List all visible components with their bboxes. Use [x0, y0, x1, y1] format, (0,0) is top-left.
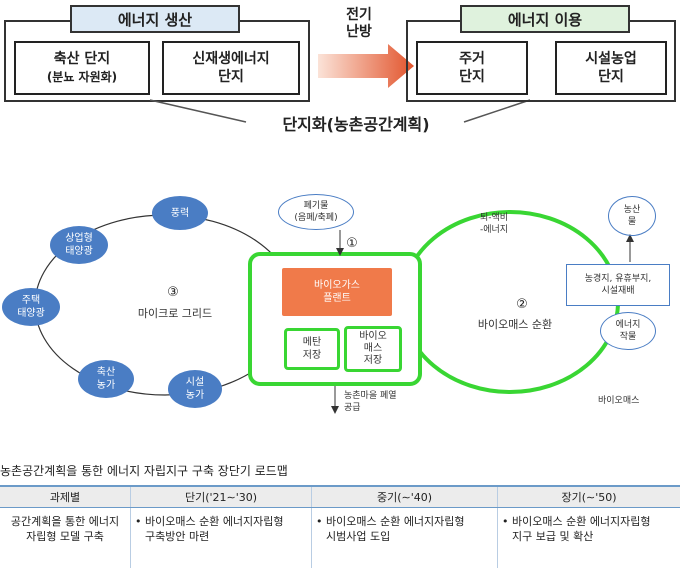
node-line: 풍력 — [171, 207, 189, 220]
roadmap-table: 과제별 단기('21∼'30) 중기(∼'40) 장기(∼'50) 공간계획을 … — [0, 485, 680, 568]
node-line: 농가 — [186, 389, 204, 402]
header-long: 장기(∼'50) — [498, 486, 680, 508]
node-line: 주택 — [22, 294, 40, 307]
compost-label: 퇴-액비 -에너지 — [480, 212, 550, 240]
biomass-storage: 바이오 매스 저장 — [344, 326, 402, 372]
node-wind: 풍력 — [152, 196, 208, 230]
header-task: 과제별 — [0, 486, 131, 508]
table-row: 공간계획을 통한 에너지 자립형 모델 구축 • 바이오매스 순환 에너지자립형… — [0, 508, 680, 568]
cell-line: 공간계획을 통한 에너지 — [4, 514, 126, 529]
biomass-storage-line3: 저장 — [364, 355, 382, 367]
cell-line: • 바이오매스 순환 에너지자립형 — [502, 514, 676, 529]
step1-number: ① — [344, 235, 360, 251]
grid-label: 마이크로 그리드 — [120, 306, 230, 320]
roadmap-title: 농촌공간계획을 통한 에너지 자립지구 구축 장단기 로드맵 — [0, 462, 680, 480]
methane-storage: 메탄 저장 — [284, 328, 340, 370]
biomass-label: 바이오매스 — [598, 395, 668, 409]
grid-number: ③ — [165, 284, 181, 300]
table-header-row: 과제별 단기('21∼'30) 중기(∼'40) 장기(∼'50) — [0, 486, 680, 508]
biomass-cycle-label: 바이오매스 순환 — [460, 317, 570, 331]
cell-long: • 바이오매스 순환 에너지자립형 지구 보급 및 확산 — [498, 508, 680, 568]
node-facility-farm: 시설 농가 — [168, 370, 222, 408]
node-house-solar: 주택 태양광 — [2, 288, 60, 326]
header-mid: 중기(∼'40) — [312, 486, 498, 508]
compost-line1: 퇴-액비 — [480, 212, 550, 224]
biogas-plant: 바이오가스 플랜트 — [282, 268, 392, 316]
methane-line2: 저장 — [303, 349, 321, 362]
supply-line1: 농촌마을 폐열 — [344, 390, 434, 402]
node-livestock-farm: 축산 농가 — [78, 360, 134, 398]
cell-mid: • 바이오매스 순환 에너지자립형 시범사업 도입 — [312, 508, 498, 568]
energy-crop-line2: 작물 — [620, 331, 637, 343]
cell-line: 시범사업 도입 — [316, 529, 493, 544]
farmland-line2: 시설재배 — [601, 285, 634, 297]
node-line: 시설 — [186, 376, 204, 389]
cell-line: 자립형 모델 구축 — [4, 529, 126, 544]
byproduct-line1: 농산 — [624, 204, 641, 216]
node-line: 상업형 — [65, 232, 93, 245]
waste-bubble: 폐기물 (음폐/축폐) — [278, 194, 354, 230]
farmland-line1: 농경지, 유휴부지, — [585, 273, 652, 285]
byproduct-line2: 물 — [628, 216, 636, 228]
plant-line1: 바이오가스 — [314, 279, 360, 292]
farmland-box: 농경지, 유휴부지, 시설재배 — [566, 264, 670, 306]
header-short: 단기('21∼'30) — [131, 486, 312, 508]
biomass-storage-line1: 바이오 — [359, 331, 387, 343]
cell-line: • 바이오매스 순환 에너지자립형 — [316, 514, 493, 529]
plant-line2: 플랜트 — [323, 292, 351, 305]
waste-line1: 폐기물 — [304, 200, 329, 212]
supply-label: 농촌마을 폐열 공급 — [344, 390, 434, 418]
energy-crop-line1: 에너지 — [616, 319, 641, 331]
supply-line2: 공급 — [344, 402, 434, 414]
node-line: 태양광 — [65, 245, 93, 258]
biomass-storage-line2: 매스 — [364, 343, 382, 355]
cell-line: 지구 보급 및 확산 — [502, 529, 676, 544]
waste-line2: (음폐/축폐) — [294, 212, 337, 224]
methane-line1: 메탄 — [303, 336, 321, 349]
step2-number: ② — [514, 296, 530, 312]
energy-crop-bubble: 에너지 작물 — [600, 312, 656, 350]
compost-line2: -에너지 — [480, 224, 550, 236]
cell-short: • 바이오매스 순환 에너지자립형 구축방안 마련 — [131, 508, 312, 568]
cell-line: 구축방안 마련 — [135, 529, 307, 544]
node-line: 농가 — [97, 379, 115, 392]
cell-line: • 바이오매스 순환 에너지자립형 — [135, 514, 307, 529]
node-line: 축산 — [97, 366, 115, 379]
byproduct-bubble: 농산 물 — [608, 196, 656, 236]
node-line: 태양광 — [17, 307, 45, 320]
node-commercial-solar: 상업형 태양광 — [50, 226, 108, 264]
cell-task: 공간계획을 통한 에너지 자립형 모델 구축 — [0, 508, 131, 568]
